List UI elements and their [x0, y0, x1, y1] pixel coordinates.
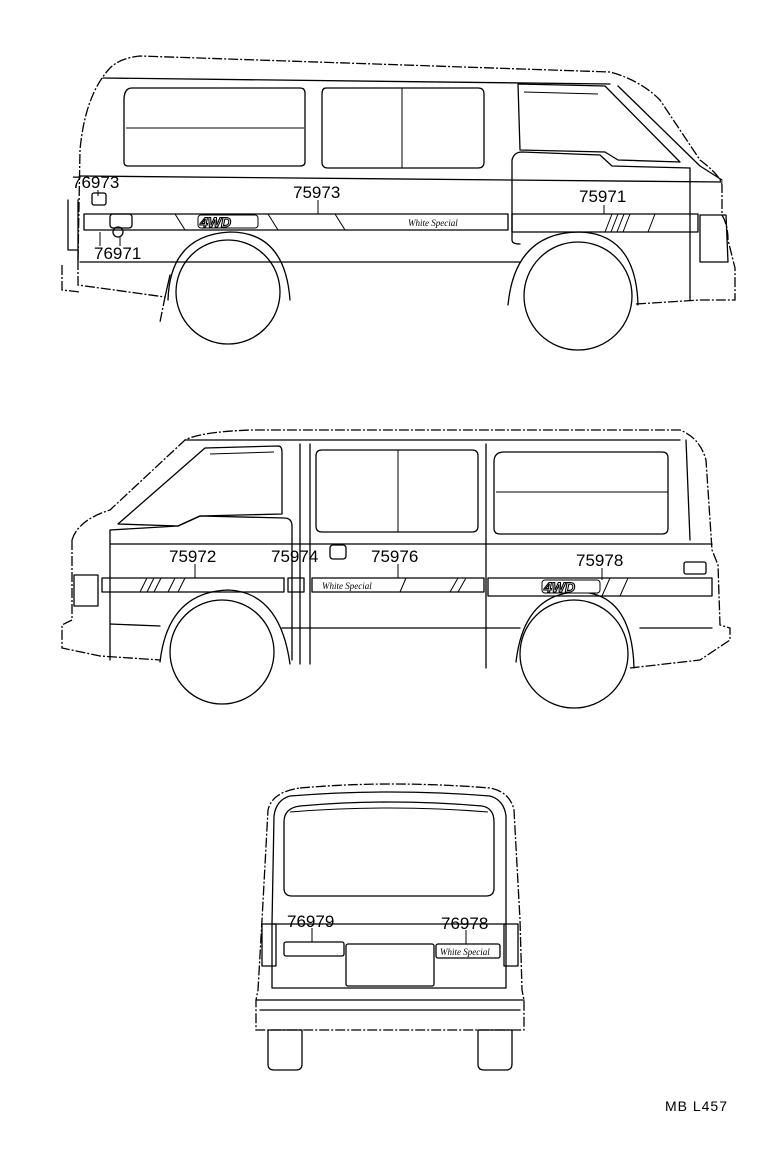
van-left-side-view: White Special 4WD 75972 75974 75976 7597…: [61, 429, 731, 709]
callout-75978: 75978: [576, 551, 623, 570]
callout-75976: 75976: [371, 547, 418, 566]
stripe-text-middle: White Special: [322, 581, 372, 591]
callout-75972: 75972: [169, 547, 216, 566]
emblem-white-special-rear: White Special: [435, 943, 501, 959]
van-right-side-view: 4WD White Special 76973 75973 75971 7697…: [61, 55, 736, 351]
svg-text:4WD: 4WD: [199, 214, 231, 230]
callout-76973: 76973: [72, 173, 119, 192]
logo-4wd-top: 4WD: [197, 213, 259, 231]
callout-76978: 76978: [441, 914, 488, 933]
logo-4wd-middle: 4WD: [541, 578, 601, 596]
van-rear-view: White Special 76979 76978: [255, 783, 525, 1071]
page-code: MB L457: [664, 1098, 728, 1114]
svg-text:White Special: White Special: [440, 947, 490, 957]
stripe-text-top: White Special: [408, 218, 458, 228]
callout-76971: 76971: [94, 244, 141, 263]
svg-text:4WD: 4WD: [543, 579, 575, 595]
callout-75971: 75971: [579, 187, 626, 206]
callout-75973: 75973: [293, 183, 340, 202]
callout-76979: 76979: [287, 912, 334, 931]
callout-75974: 75974: [271, 547, 318, 566]
